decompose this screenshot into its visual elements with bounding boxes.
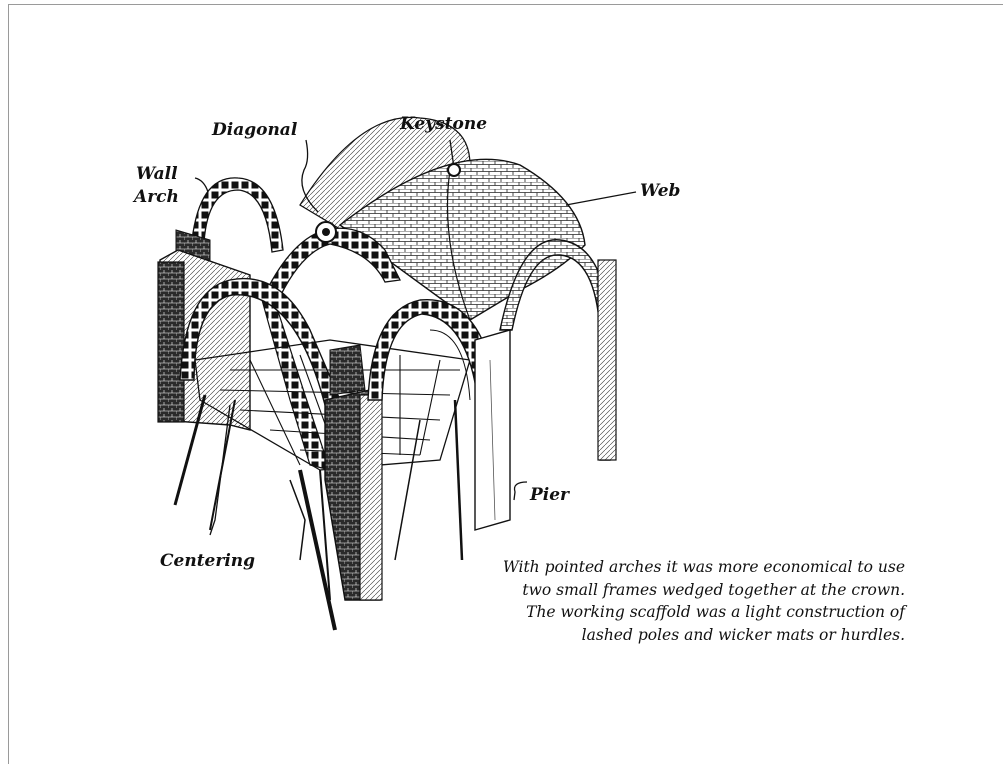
caption-line: two small frames wedged together at the … bbox=[470, 579, 905, 602]
caption-line: With pointed arches it was more economic… bbox=[470, 556, 905, 579]
label-diagonal: Diagonal bbox=[212, 120, 297, 140]
caption-line: lashed poles and wicker mats or hurdles. bbox=[470, 624, 905, 647]
caption-line: The working scaffold was a light constru… bbox=[470, 601, 905, 624]
right-arch bbox=[500, 240, 616, 460]
web-infill bbox=[300, 117, 585, 320]
label-keystone: Keystone bbox=[400, 114, 487, 134]
label-centering: Centering bbox=[160, 551, 255, 571]
caption: With pointed arches it was more economic… bbox=[470, 556, 905, 646]
label-web: Web bbox=[640, 181, 680, 201]
right-pier bbox=[475, 330, 510, 530]
label-wall-arch-1: Wall bbox=[136, 164, 178, 184]
keystone-marker bbox=[448, 164, 460, 176]
label-pier: Pier bbox=[530, 485, 569, 505]
label-wall-arch-2: Arch bbox=[134, 187, 179, 207]
